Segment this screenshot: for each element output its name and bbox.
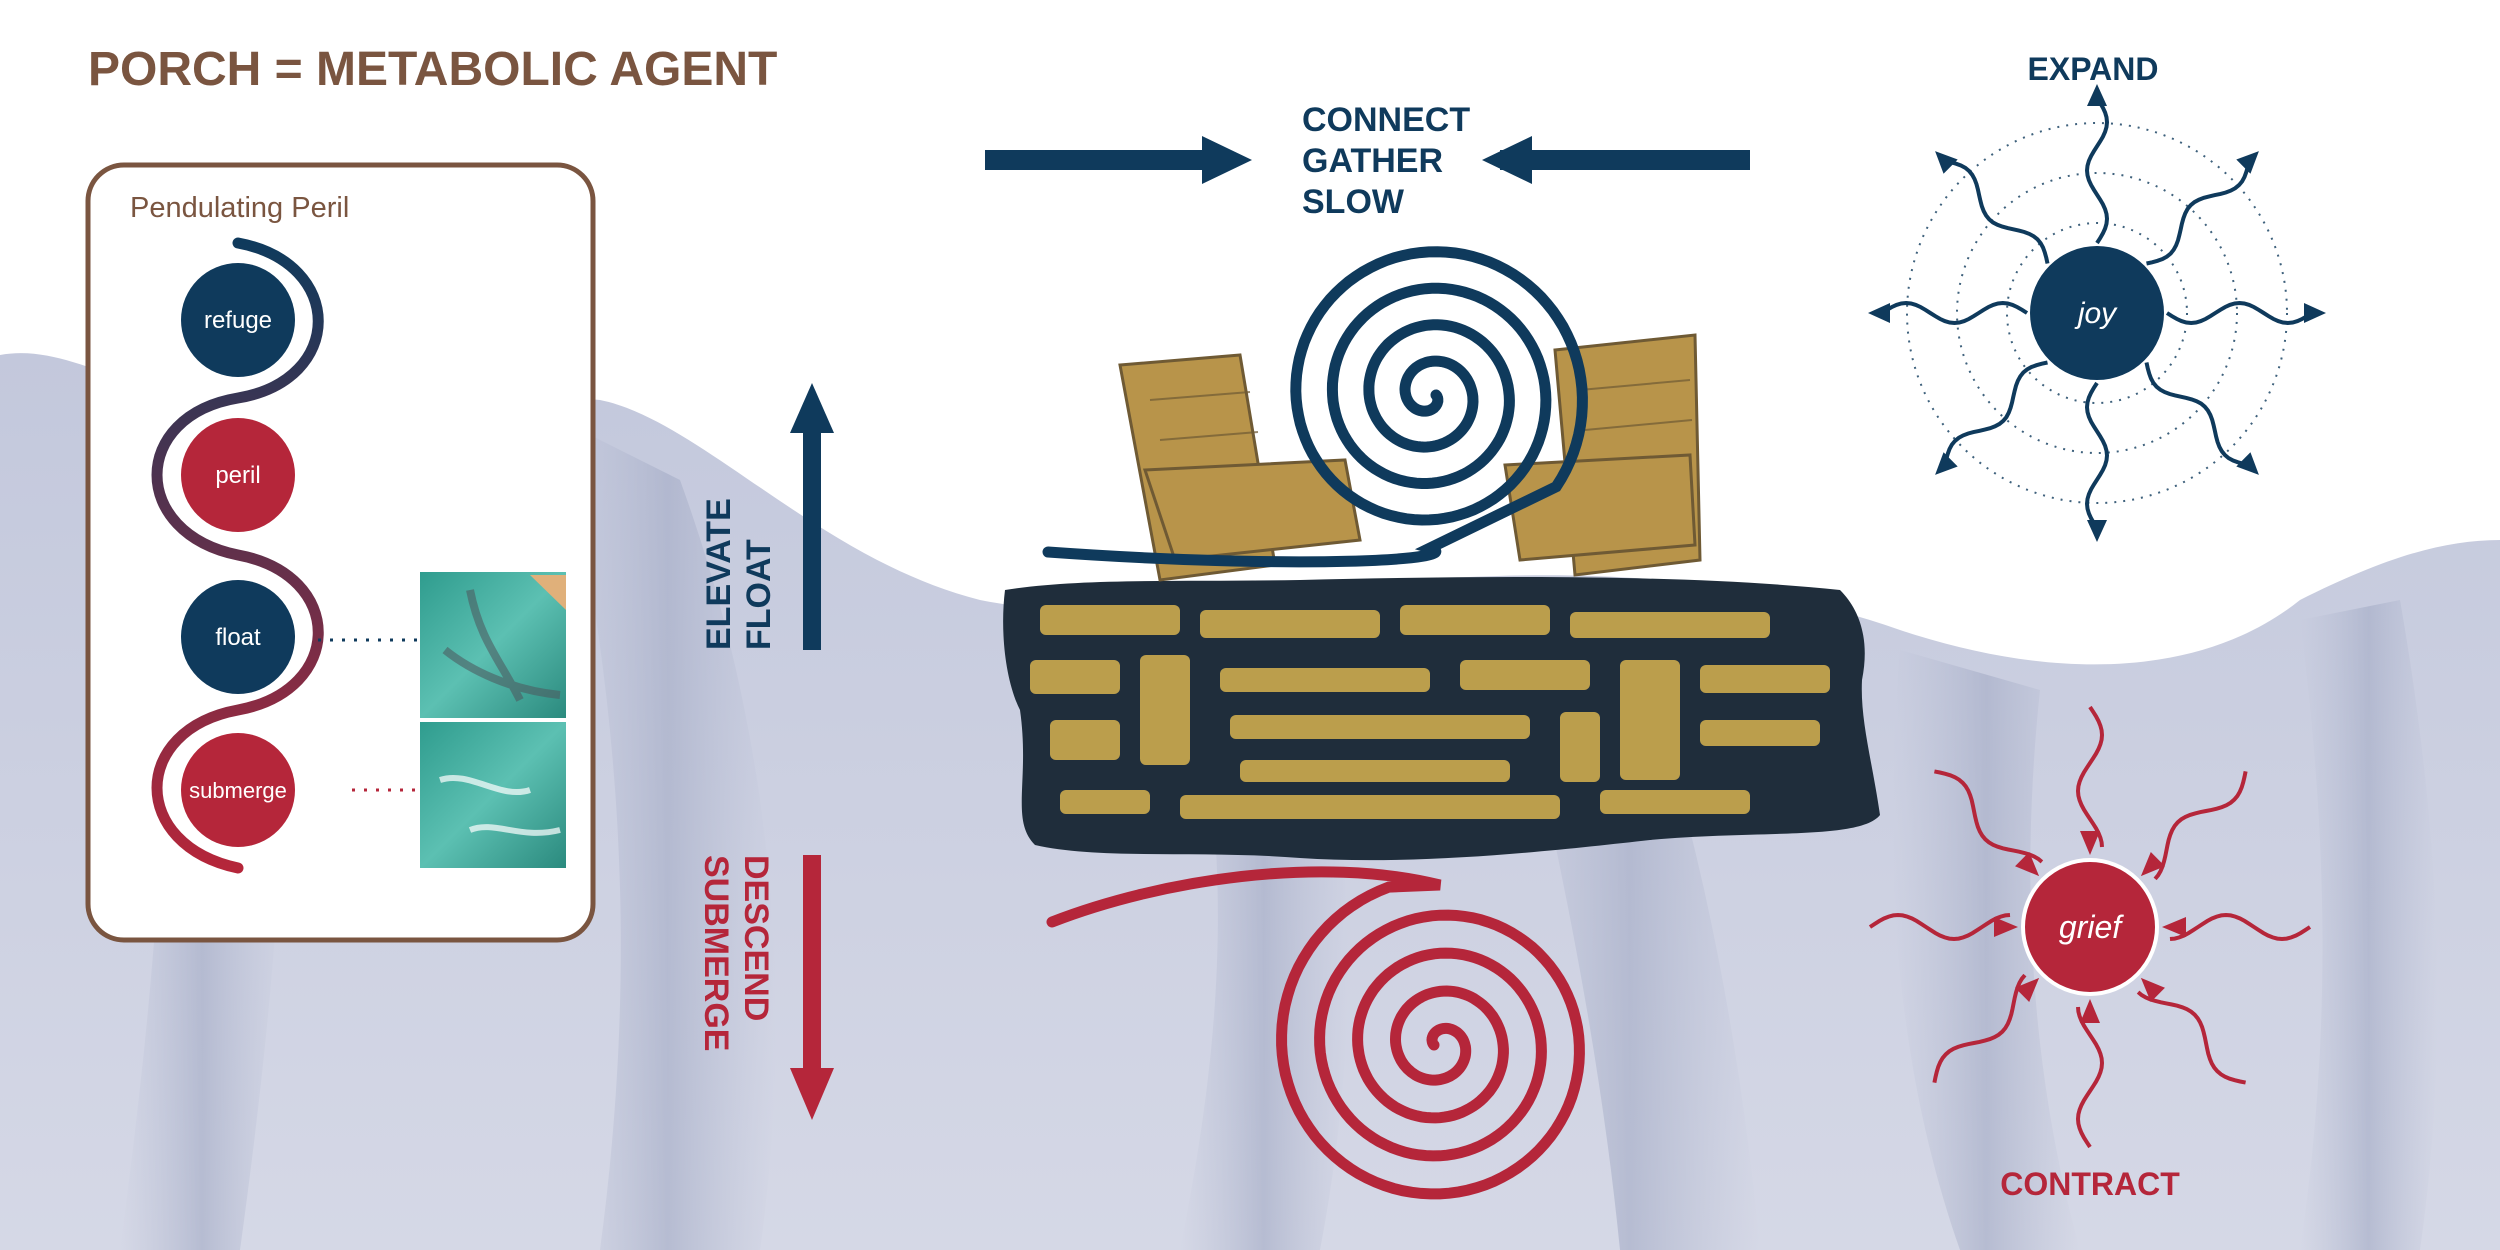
arrow-head-icon <box>2140 977 2165 1002</box>
node-refuge <box>181 263 295 377</box>
node-label-float: float <box>215 624 261 651</box>
contract-label: CONTRACT <box>2000 1166 2180 1202</box>
float-photo <box>420 572 566 718</box>
label-float: FLOAT <box>740 539 778 650</box>
arrow-head-icon <box>2015 852 2040 877</box>
arrow-head-icon <box>2140 852 2165 877</box>
label-slow: SLOW <box>1302 183 1405 221</box>
joy-ray <box>2146 160 2251 266</box>
connect-gather-slow-group: CONNECT GATHER SLOW <box>985 101 1750 221</box>
label-connect: CONNECT <box>1302 101 1470 139</box>
submerge-photo <box>420 722 566 868</box>
node-submerge <box>181 733 295 847</box>
arrow-head-icon <box>2080 831 2100 855</box>
label-submerge: SUBMERGE <box>697 855 735 1051</box>
joy-label: joy <box>2074 297 2118 330</box>
arrow-left-icon <box>1482 136 1750 184</box>
grief-ray <box>2169 912 2312 942</box>
elevate-float-arrow <box>790 383 834 650</box>
grief-ray <box>2075 705 2105 848</box>
arrow-head-icon <box>1868 303 1890 323</box>
arrow-head-icon <box>2236 151 2259 174</box>
arrow-head-icon <box>2087 84 2107 106</box>
title-text: PORCH = METABOLIC AGENT <box>88 43 777 96</box>
joy-ray <box>2084 96 2110 245</box>
grief-burst: grief CONTRACT <box>1868 705 2312 1202</box>
node-label-submerge: submerge <box>189 778 287 803</box>
joy-ray <box>1880 300 2029 326</box>
label-gather: GATHER <box>1302 142 1443 180</box>
grief-label: grief <box>2059 909 2124 945</box>
joy-ray <box>2144 362 2250 467</box>
arrow-head-icon <box>2080 999 2100 1023</box>
grief-ray <box>1868 912 2011 942</box>
panel-nodes: refuge peril float submerge <box>181 263 295 847</box>
arrow-right-icon <box>985 136 1252 184</box>
node-label-peril: peril <box>215 462 260 489</box>
pendulum-path <box>151 237 324 874</box>
joy-ray <box>1944 159 2050 264</box>
joy-node <box>2030 246 2164 380</box>
node-label-refuge: refuge <box>204 307 272 334</box>
joy-burst: joy EXPAND <box>1868 51 2326 542</box>
arrow-down-icon <box>790 1068 834 1120</box>
arrow-head-icon <box>2015 977 2040 1002</box>
arrow-head-icon <box>2236 452 2259 475</box>
label-descend: DESCEND <box>737 855 775 1021</box>
grief-ray <box>2153 771 2248 881</box>
porch-sculpture <box>1003 333 1880 861</box>
arrow-head-icon <box>2087 520 2107 542</box>
grief-ray <box>1934 769 2044 864</box>
grief-ray <box>2075 1006 2105 1149</box>
expand-label: EXPAND <box>2028 51 2159 87</box>
navy-spiral <box>1042 246 1588 568</box>
arrow-head-icon <box>1994 917 2018 937</box>
arrow-up-icon <box>790 383 834 433</box>
joy-ray <box>2084 381 2110 530</box>
descend-submerge-arrow <box>790 855 834 1120</box>
arrow-head-icon <box>1935 452 1958 475</box>
red-spiral <box>1046 866 1585 1200</box>
arrow-head-icon <box>2304 303 2326 323</box>
node-peril <box>181 418 295 532</box>
joy-ray <box>2165 300 2314 326</box>
joy-ray <box>1943 360 2048 466</box>
grief-node <box>2021 858 2159 996</box>
grief-rays <box>1868 705 2312 1149</box>
arrow-head-icon <box>1935 151 1958 174</box>
label-elevate: ELEVATE <box>700 498 738 650</box>
pendulating-peril-panel: Pendulating Peril refuge peril float submer… <box>85 162 596 943</box>
node-float <box>181 580 295 694</box>
joy-rays <box>1868 84 2326 542</box>
arrow-head-icon <box>2162 917 2186 937</box>
grief-ray <box>2136 990 2246 1085</box>
panel-heading: Pendulating Peril <box>130 192 349 224</box>
grief-ray <box>1932 973 2027 1083</box>
